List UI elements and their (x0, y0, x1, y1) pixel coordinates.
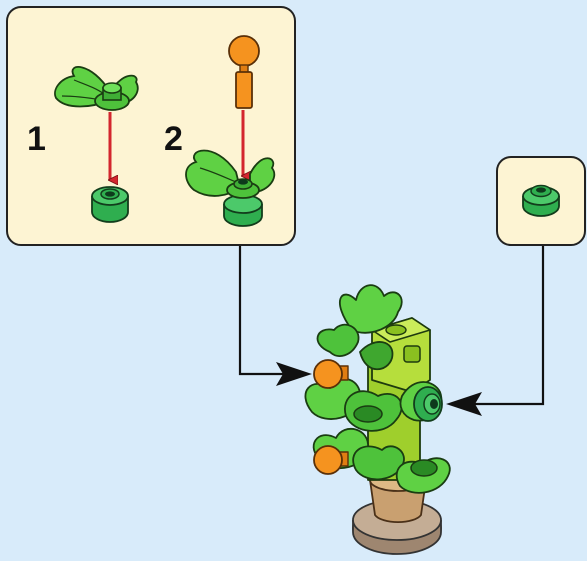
leaf-on-round-plate-icon (185, 149, 276, 227)
step-number-1: 1 (27, 120, 46, 158)
leaf-plate-icon (54, 66, 139, 111)
round-plate-icon (522, 184, 560, 217)
side-callout (496, 156, 586, 246)
callout-connector-right (446, 245, 545, 416)
substeps-callout: 1 2 (6, 6, 296, 246)
callout-connector-left (238, 245, 312, 386)
step-number-2: 2 (164, 120, 183, 158)
orange-tree-model (304, 284, 451, 555)
orange-bar-icon (228, 35, 260, 109)
round-plate-icon (91, 186, 129, 223)
